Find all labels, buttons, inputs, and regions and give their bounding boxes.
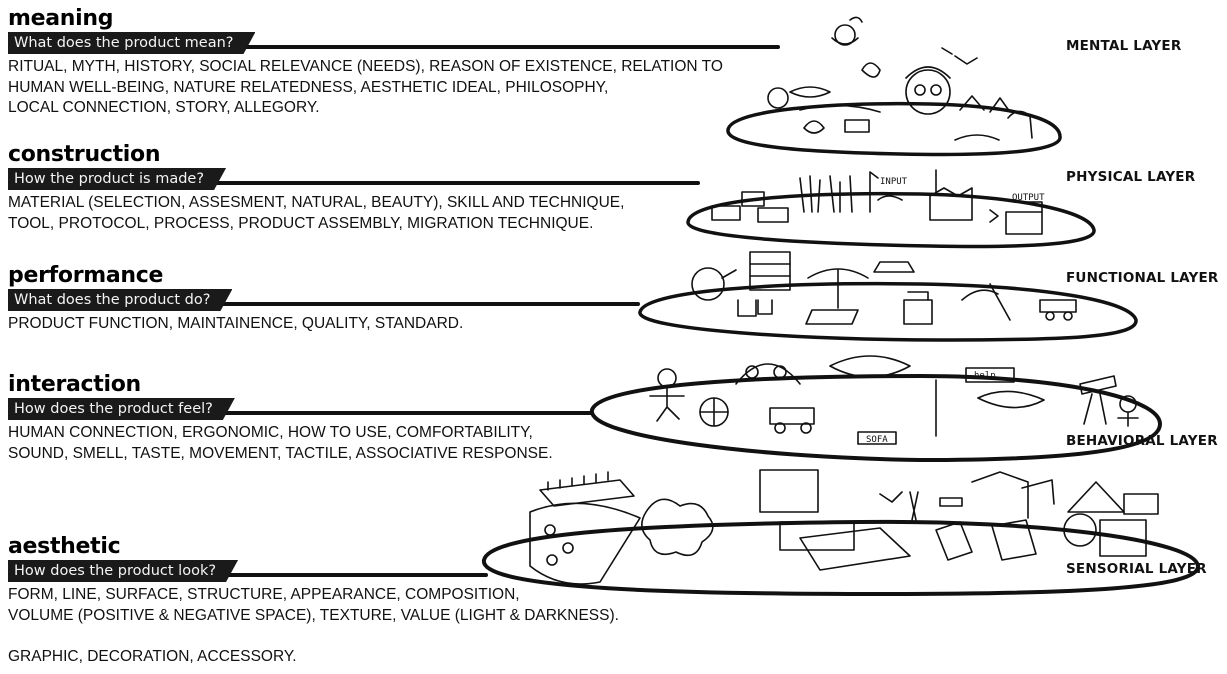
description-line: LOCAL CONNECTION, STORY, ALLEGORY. (8, 99, 320, 116)
question-underline (8, 45, 780, 49)
section-title: aesthetic (8, 534, 121, 559)
behavioral-sketches (649, 355, 1139, 445)
sketch-word-input: INPUT (880, 177, 908, 187)
layer-label-functional: FUNCTIONAL LAYER (1066, 270, 1219, 286)
layer-label-physical: PHYSICAL LAYER (1066, 169, 1196, 185)
question-bar: How does the product look? (8, 560, 619, 582)
section-aesthetic: aesthetic How does the product look? FOR… (8, 536, 619, 667)
question-underline (8, 411, 594, 415)
description-line: MATERIAL (SELECTION, ASSESMENT, NATURAL,… (8, 194, 625, 211)
question-label: How the product is made? (8, 168, 226, 190)
question-underline (8, 573, 488, 577)
description-line: HUMAN WELL-BEING, NATURE RELATEDNESS, AE… (8, 78, 609, 96)
behavioral-platform (589, 374, 1162, 462)
description-line: TOOL, PROTOCOL, PROCESS, PRODUCT ASSEMBL… (8, 214, 594, 232)
description: MATERIAL (SELECTION, ASSESMENT, NATURAL,… (8, 193, 624, 234)
description-line: SOUND, SMELL, TASTE, MOVEMENT, TACTILE, … (8, 444, 553, 462)
description-line: FORM, LINE, SURFACE, STRUCTURE, APPEARAN… (8, 586, 520, 603)
question-label: What does the product do? (8, 289, 232, 311)
description-line: PRODUCT FUNCTION, MAINTAINENCE, QUALITY,… (8, 315, 464, 332)
description-line: RITUAL, MYTH, HISTORY, SOCIAL RELEVANCE … (8, 58, 723, 75)
sketch-word-sofa: SOFA (866, 435, 888, 445)
description: PRODUCT FUNCTION, MAINTAINENCE, QUALITY,… (8, 314, 463, 335)
description: HUMAN CONNECTION, ERGONOMIC, HOW TO USE,… (8, 423, 553, 464)
sensorial-platform (482, 519, 1200, 596)
sketch-word-help: help (974, 371, 996, 381)
question-label: How does the product feel? (8, 398, 235, 420)
description: RITUAL, MYTH, HISTORY, SOCIAL RELEVANCE … (8, 57, 723, 119)
question-underline (8, 181, 700, 185)
layer-label-sensorial: SENSORIAL LAYER (1066, 561, 1207, 577)
description-line (8, 626, 619, 647)
section-meaning: meaning What does the product mean? RITU… (8, 6, 780, 119)
section-performance: performance What does the product do? PR… (8, 263, 640, 335)
sensorial-sketches (529, 469, 1159, 585)
physical-sketches (711, 169, 1043, 235)
section-construction: construction How the product is made? MA… (8, 142, 700, 234)
layer-label-mental: MENTAL LAYER (1066, 38, 1182, 54)
question-label: How does the product look? (8, 560, 238, 582)
question-bar: What does the product mean? (8, 32, 780, 54)
description-line: VOLUME (POSITIVE & NEGATIVE SPACE), TEXT… (8, 606, 619, 624)
description: FORM, LINE, SURFACE, STRUCTURE, APPEARAN… (8, 585, 619, 667)
functional-platform (638, 281, 1138, 342)
question-bar: What does the product do? (8, 289, 640, 311)
question-label: What does the product mean? (8, 32, 255, 54)
section-title: meaning (8, 6, 114, 31)
section-title: performance (8, 263, 164, 288)
sketch-word-output: OUTPUT (1012, 193, 1045, 203)
question-bar: How the product is made? (8, 168, 700, 190)
section-title: interaction (8, 372, 141, 397)
question-underline (8, 302, 640, 306)
functional-sketches (691, 251, 1077, 325)
description-line: GRAPHIC, DECORATION, ACCESSORY. (8, 647, 297, 665)
description-line: HUMAN CONNECTION, ERGONOMIC, HOW TO USE,… (8, 424, 533, 441)
mental-sketches (767, 16, 1033, 141)
physical-platform (686, 191, 1096, 249)
section-interaction: interaction How does the product feel? H… (8, 372, 594, 464)
question-bar: How does the product feel? (8, 398, 594, 420)
layer-label-behavioral: BEHAVIORAL LAYER (1066, 433, 1218, 449)
section-title: construction (8, 142, 161, 167)
